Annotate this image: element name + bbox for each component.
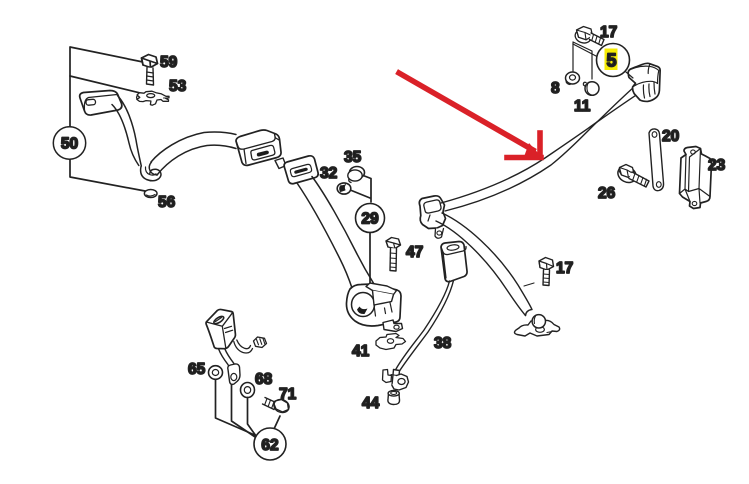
svg-text:17: 17 [600,24,617,41]
svg-text:17: 17 [556,260,573,277]
svg-text:68: 68 [255,371,273,388]
svg-text:35: 35 [344,149,362,166]
svg-text:53: 53 [169,78,187,95]
svg-text:8: 8 [551,80,560,97]
svg-text:11: 11 [574,98,591,115]
svg-text:23: 23 [708,157,726,174]
svg-text:47: 47 [406,244,423,261]
svg-text:5: 5 [606,51,616,71]
svg-text:38: 38 [434,335,452,352]
svg-text:44: 44 [362,395,380,412]
svg-text:65: 65 [188,361,206,378]
svg-text:59: 59 [160,54,178,71]
svg-text:71: 71 [279,386,297,403]
svg-text:26: 26 [598,185,616,202]
svg-text:29: 29 [361,211,379,228]
svg-text:20: 20 [662,128,679,145]
svg-text:50: 50 [61,136,78,153]
svg-text:56: 56 [158,194,176,211]
svg-text:62: 62 [261,437,278,454]
svg-text:32: 32 [320,165,337,182]
svg-text:41: 41 [352,343,370,360]
